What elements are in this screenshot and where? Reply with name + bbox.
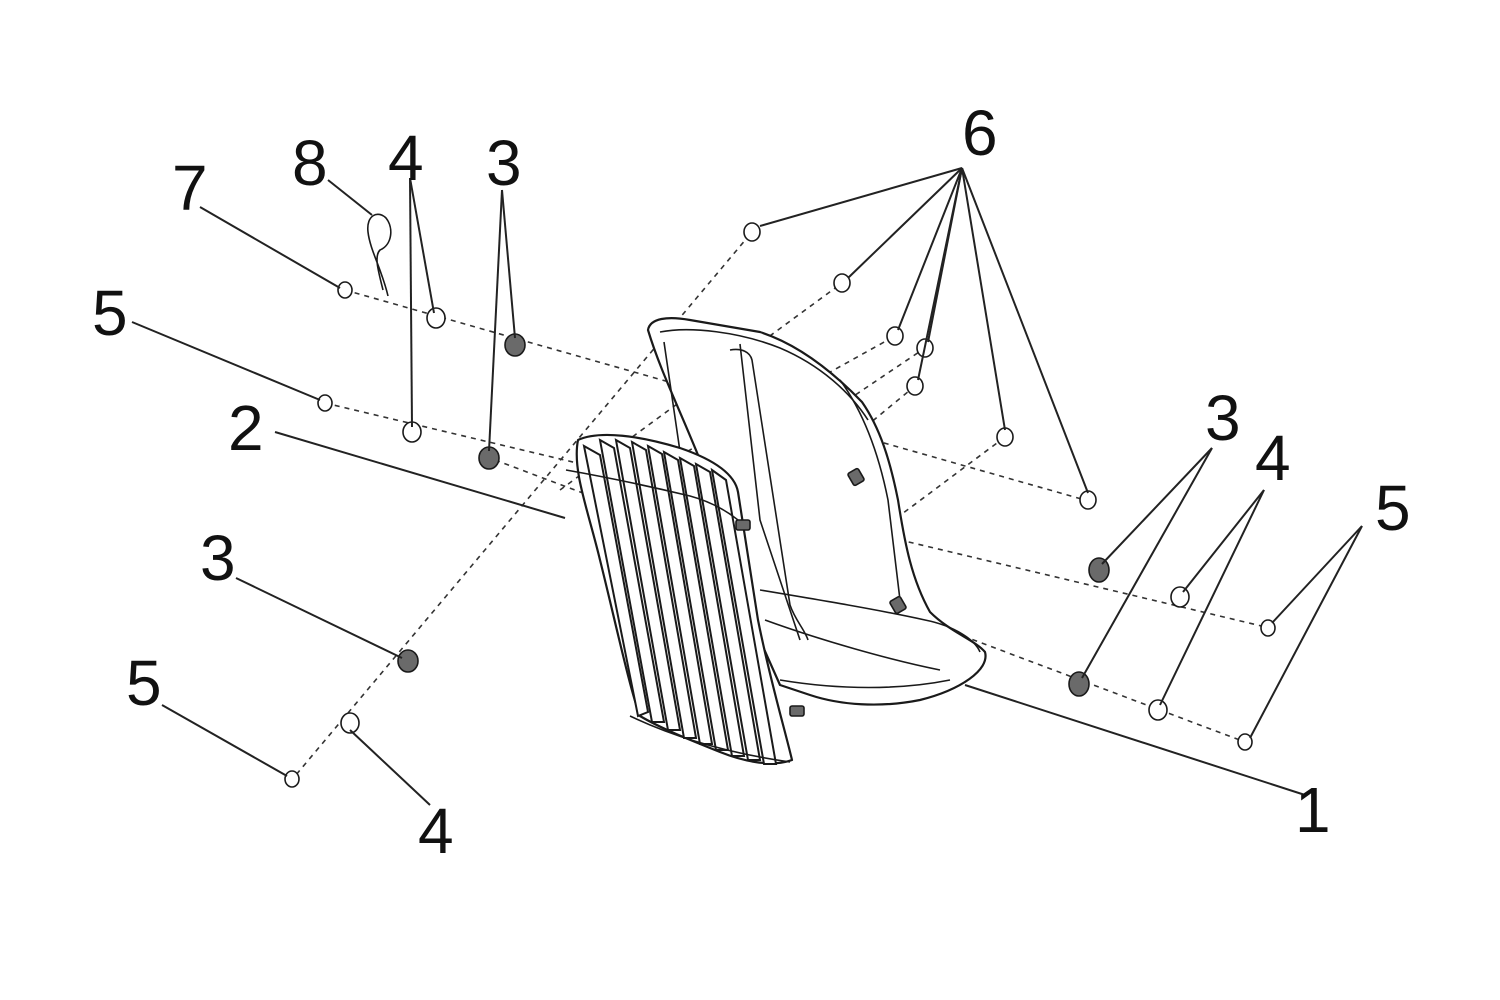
fasteners	[284, 213, 1276, 788]
callout-8: 8	[292, 127, 328, 199]
callout-3-top: 3	[486, 127, 522, 199]
callout-5-lower-left: 5	[126, 647, 162, 719]
bolt-7	[337, 281, 353, 299]
callout-4-right: 4	[1255, 422, 1291, 494]
clip-6-f	[996, 427, 1014, 447]
screw-5-right-upper	[1260, 619, 1276, 637]
grille-slats	[582, 438, 778, 765]
clip-6-c	[886, 326, 904, 346]
callout-5-left: 5	[92, 277, 128, 349]
washer-4-right-upper	[1170, 586, 1190, 608]
clip-6-g	[1079, 490, 1097, 510]
callout-7: 7	[172, 152, 208, 224]
callout-2: 2	[228, 392, 264, 464]
screw-5-lower	[284, 770, 300, 788]
callout-6: 6	[962, 97, 998, 169]
washer-4-lower	[340, 712, 360, 734]
part-grille	[565, 433, 805, 765]
callout-4-lower: 4	[418, 795, 454, 867]
part-housing	[646, 317, 987, 706]
clip-6-e	[906, 376, 924, 396]
callout-3-right: 3	[1205, 382, 1241, 454]
screw-5-right-lower	[1237, 733, 1253, 751]
callout-4-top: 4	[388, 122, 424, 194]
clip-6-b	[833, 273, 851, 293]
leader-lines	[131, 167, 1363, 806]
screw-5-left	[317, 394, 333, 412]
washer-4-upper	[426, 307, 446, 329]
callout-numbers: 7 8 4 3 6 5 2 3 4 5 3 5 4 1	[92, 97, 1411, 867]
wire-8	[367, 213, 392, 297]
callout-5-right: 5	[1375, 472, 1411, 544]
nut-3-lower	[397, 649, 419, 673]
callout-1: 1	[1295, 774, 1331, 846]
nut-3-right-lower	[1068, 671, 1090, 697]
nut-3-right-upper	[1088, 557, 1110, 583]
callout-3-lower-left: 3	[200, 522, 236, 594]
clip-6-a	[743, 222, 761, 242]
washer-4-right-lower	[1148, 699, 1168, 721]
